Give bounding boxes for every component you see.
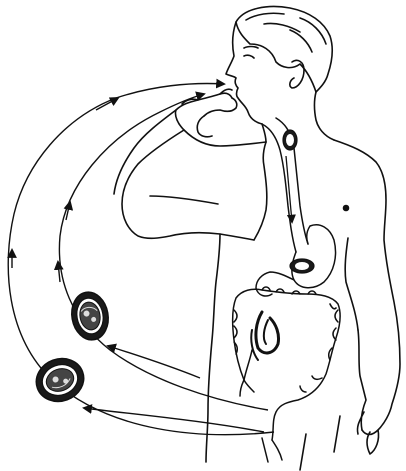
neck [315, 92, 335, 140]
torso-right [334, 140, 400, 435]
egg-in-esophagus [283, 130, 297, 150]
egg-icon [68, 289, 112, 343]
small-intestine [256, 312, 279, 353]
eye [244, 55, 254, 58]
human-figure [114, 7, 400, 470]
egg-upper [68, 289, 112, 343]
hair [236, 7, 332, 92]
stomach [292, 225, 336, 288]
digestive-tract [233, 118, 340, 462]
egg-in-stomach [290, 259, 314, 273]
egg-icon [30, 352, 89, 408]
torso-left [206, 234, 220, 462]
egg-icon [283, 130, 297, 150]
egg-icon [290, 259, 314, 273]
egg-lower [30, 352, 89, 408]
middle-transmission-loop [58, 94, 268, 410]
rectum [262, 438, 282, 462]
